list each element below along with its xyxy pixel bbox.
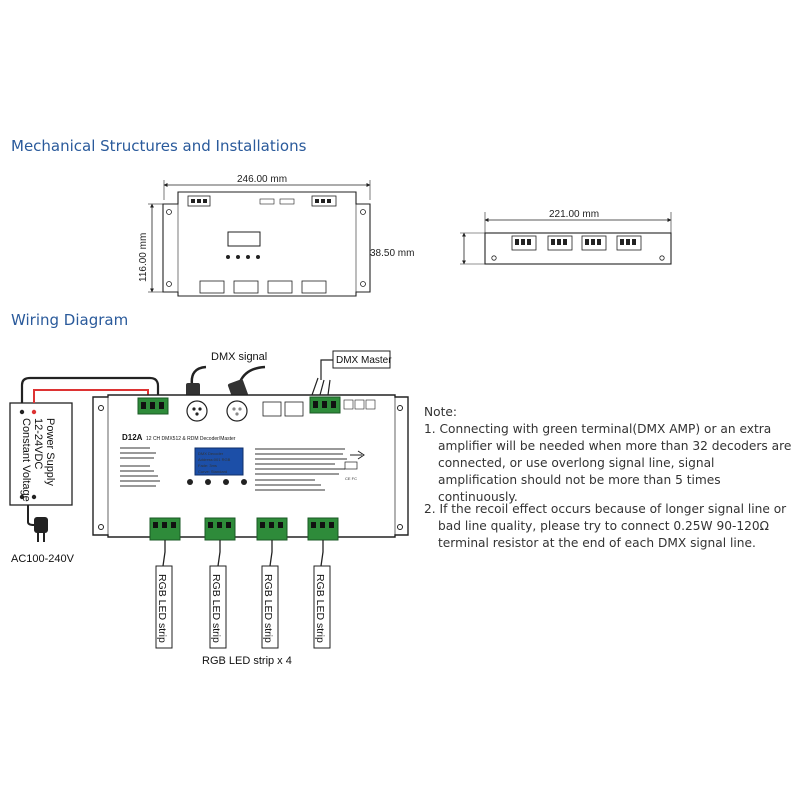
led-strip-2: RGB LED strip	[209, 565, 227, 649]
dim-depth: 38.50 mm	[370, 248, 414, 259]
dim-height: 116.00 mm	[138, 233, 149, 282]
display-line-1: DMX Decoder	[198, 451, 224, 456]
note-1: 1. Connecting with green terminal(DMX AM…	[424, 422, 792, 504]
mechanical-heading: Mechanical Structures and Installations	[11, 137, 307, 155]
psu-label-2: 12-24VDC	[32, 418, 44, 469]
power-supply: Power Supply 12-24VDC Constant Voltage	[9, 402, 73, 506]
led-strip-3-label: RGB LED strip	[262, 574, 274, 643]
led-strip-1-label: RGB LED strip	[156, 574, 168, 643]
dmx-master-label: DMX Master	[336, 355, 392, 366]
led-strip-2-label: RGB LED strip	[210, 574, 222, 643]
wiring-heading: Wiring Diagram	[11, 311, 129, 329]
strip-caption: RGB LED strip x 4	[202, 655, 292, 667]
psu-label-3: Constant Voltage	[20, 418, 32, 502]
led-strip-1: RGB LED strip	[155, 565, 173, 649]
decoder-unit: D12A 12 CH DMX512 & RDM Decoder/Master D…	[92, 394, 409, 541]
side-view: 221.00 mm 38.50 mm	[370, 209, 672, 265]
note-2: 2. If the recoil effect occurs because o…	[424, 502, 787, 550]
dim-length: 246.00 mm	[237, 174, 287, 185]
led-strip-4-label: RGB LED strip	[314, 574, 326, 643]
dmx-master-box: DMX Master	[311, 350, 392, 396]
led-strip-4: RGB LED strip	[313, 565, 331, 649]
notes-title: Note:	[424, 405, 457, 419]
display-line-2: Address:001 RGB	[198, 457, 231, 462]
led-strip-3: RGB LED strip	[261, 565, 279, 649]
ac-input-label: AC100-240V	[11, 553, 75, 565]
svg-text:CE FC: CE FC	[345, 476, 357, 481]
display-line-4: Curve: Standard	[198, 469, 227, 474]
front-view: 246.00 mm 116.00 mm	[138, 174, 371, 297]
ac-plug-icon	[34, 517, 48, 542]
dim-side-length: 221.00 mm	[549, 209, 599, 220]
dmx-signal-label: DMX signal	[211, 351, 267, 363]
model-desc: 12 CH DMX512 & RDM Decoder/Master	[146, 436, 236, 442]
psu-label-1: Power Supply	[44, 418, 56, 486]
model-label: D12A	[122, 433, 143, 442]
display-line-3: Fade: 3ms	[198, 463, 217, 468]
